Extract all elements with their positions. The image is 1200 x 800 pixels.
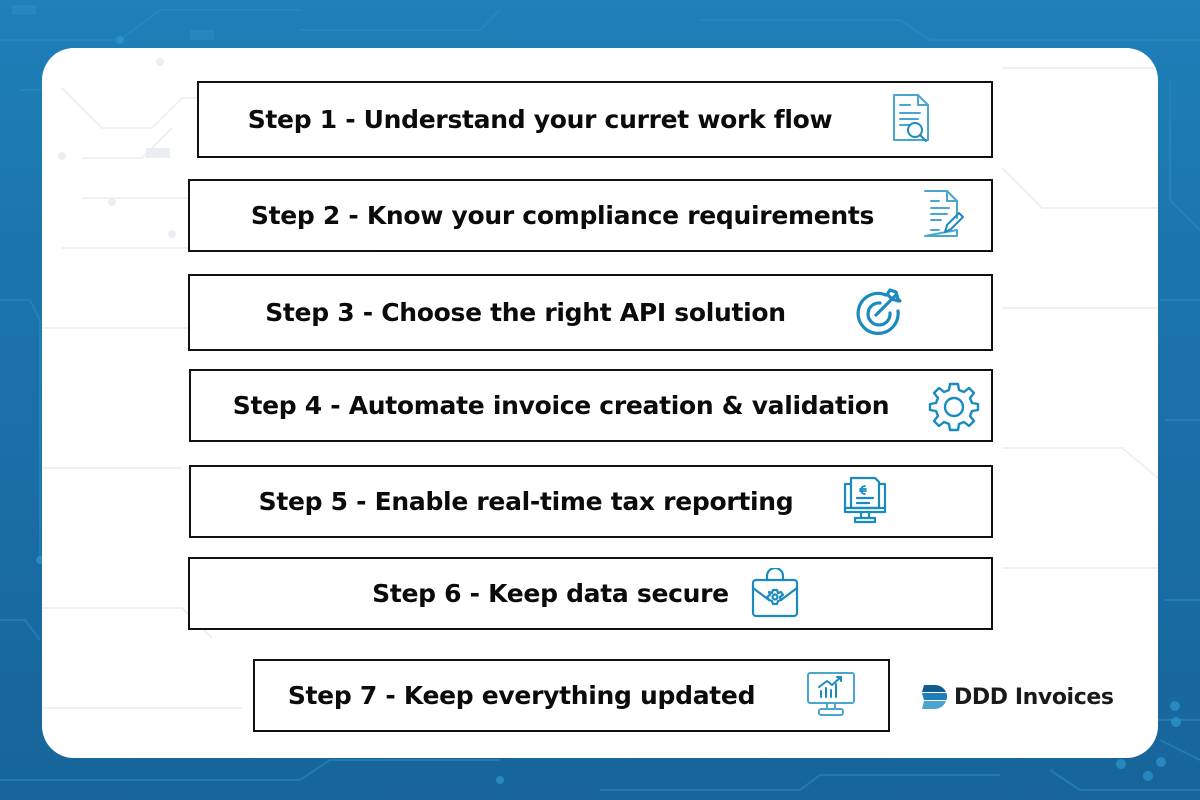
step-1-box: Step 1 - Understand your curret work flo… bbox=[197, 81, 993, 158]
document-search-icon bbox=[888, 92, 940, 144]
step-2-label: Step 2 - Know your compliance requiremen… bbox=[250, 201, 875, 230]
step-1-label: Step 1 - Understand your curret work flo… bbox=[247, 105, 833, 134]
monitor-chart-icon bbox=[805, 669, 857, 721]
briefcase-gear-icon bbox=[749, 566, 801, 620]
step-6-box: Step 6 - Keep data secure bbox=[188, 557, 993, 630]
gear-icon bbox=[928, 380, 980, 432]
step-3-box: Step 3 - Choose the right API solution bbox=[188, 274, 993, 351]
step-6-label: Step 6 - Keep data secure bbox=[372, 579, 729, 608]
document-edit-icon bbox=[919, 188, 971, 240]
ddd-logo-icon bbox=[922, 684, 948, 710]
step-7-box: Step 7 - Keep everything updated bbox=[253, 659, 890, 732]
step-4-box: Step 4 - Automate invoice creation & val… bbox=[189, 369, 993, 442]
step-4-label: Step 4 - Automate invoice creation & val… bbox=[232, 391, 890, 420]
brand-logo: DDD Invoices bbox=[920, 684, 1114, 710]
target-arrow-icon bbox=[852, 287, 904, 339]
step-5-box: Step 5 - Enable real-time tax reporting bbox=[189, 465, 993, 538]
brand-name: DDD Invoices bbox=[954, 684, 1114, 710]
monitor-invoice-icon bbox=[839, 476, 891, 528]
step-3-label: Step 3 - Choose the right API solution bbox=[265, 298, 786, 327]
step-2-box: Step 2 - Know your compliance requiremen… bbox=[188, 179, 993, 252]
step-5-label: Step 5 - Enable real-time tax reporting bbox=[258, 487, 794, 516]
step-7-label: Step 7 - Keep everything updated bbox=[287, 681, 756, 710]
